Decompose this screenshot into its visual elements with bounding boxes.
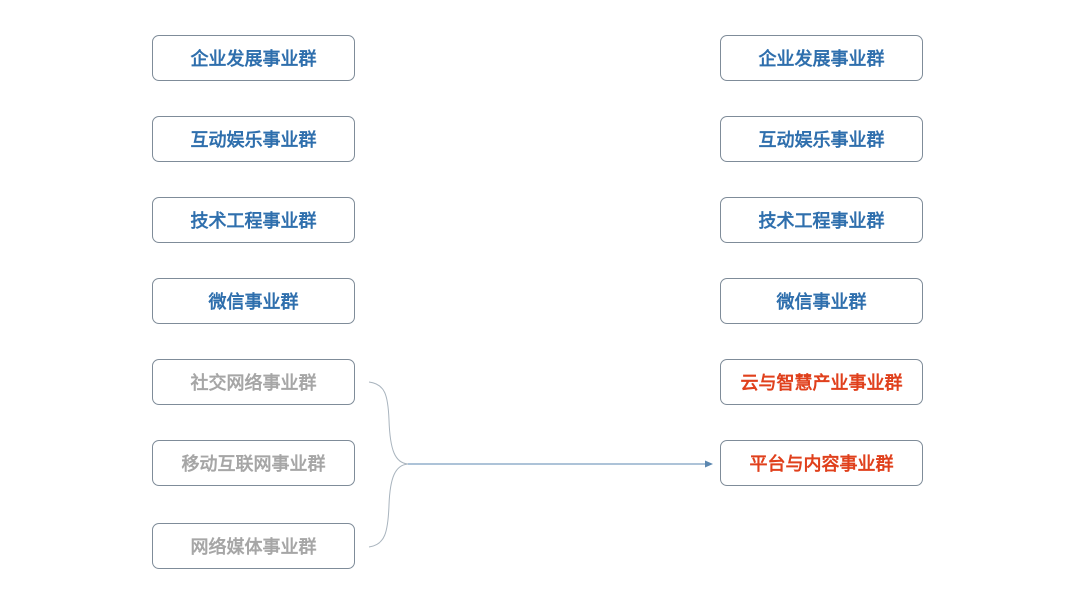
- node-label: 移动互联网事业群: [181, 454, 326, 475]
- right-node-interactive-entertainment: 互动娱乐事业群: [720, 116, 923, 162]
- right-node-technology-engineering: 技术工程事业群: [720, 197, 923, 243]
- node-label: 互动娱乐事业群: [190, 130, 317, 151]
- merge-brace: [368, 381, 409, 548]
- left-node-online-media: 网络媒体事业群: [152, 523, 355, 569]
- arrowhead-icon: [705, 460, 713, 468]
- right-node-corporate-development: 企业发展事业群: [720, 35, 923, 81]
- left-node-wechat: 微信事业群: [152, 278, 355, 324]
- node-label: 微信事业群: [208, 292, 299, 313]
- node-label: 技术工程事业群: [758, 211, 885, 232]
- right-node-cloud-smart-industries: 云与智慧产业事业群: [720, 359, 923, 405]
- left-node-technology-engineering: 技术工程事业群: [152, 197, 355, 243]
- node-label: 平台与内容事业群: [749, 454, 894, 475]
- right-node-wechat: 微信事业群: [720, 278, 923, 324]
- left-node-interactive-entertainment: 互动娱乐事业群: [152, 116, 355, 162]
- left-node-mobile-internet: 移动互联网事业群: [152, 440, 355, 486]
- node-label: 技术工程事业群: [190, 211, 317, 232]
- left-node-social-network: 社交网络事业群: [152, 359, 355, 405]
- node-label: 企业发展事业群: [758, 49, 885, 70]
- left-node-corporate-development: 企业发展事业群: [152, 35, 355, 81]
- node-label: 微信事业群: [776, 292, 867, 313]
- node-label: 互动娱乐事业群: [758, 130, 885, 151]
- right-node-platform-content: 平台与内容事业群: [720, 440, 923, 486]
- node-label: 企业发展事业群: [190, 49, 317, 70]
- node-label: 网络媒体事业群: [190, 537, 317, 558]
- node-label: 社交网络事业群: [190, 373, 317, 394]
- node-label: 云与智慧产业事业群: [740, 373, 903, 394]
